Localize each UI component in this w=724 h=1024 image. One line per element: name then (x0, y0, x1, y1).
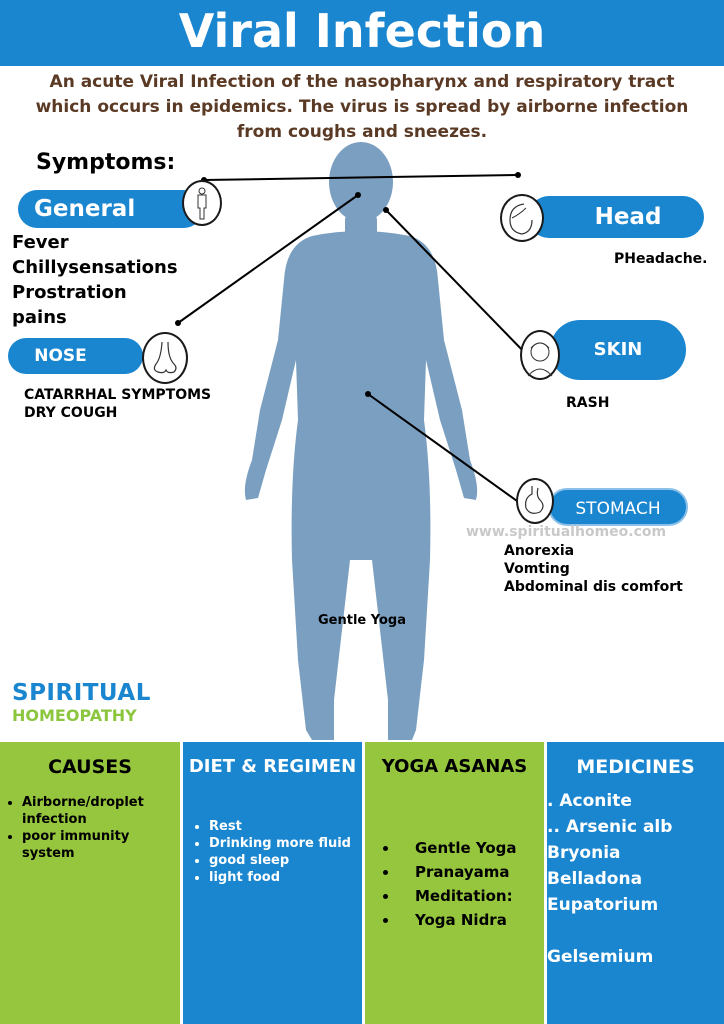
symptoms-heading: Symptoms: (36, 150, 176, 175)
general-symptom: Fever (12, 232, 69, 253)
yoga-title: YOGA ASANAS (381, 756, 528, 777)
medicines-column: MEDICINES . Aconite .. Arsenic alb Bryon… (544, 742, 724, 1024)
stomach-symptom: Vomting (504, 561, 570, 577)
causes-item: Airborne/droplet infection (22, 794, 180, 828)
medicine-item: . Aconite (547, 791, 632, 811)
human-body-silhouette (244, 142, 478, 740)
medicine-item: Eupatorium (547, 895, 659, 915)
general-symptom: Prostration (12, 282, 127, 303)
diet-item: Rest (209, 818, 362, 835)
stomach-symptom: Abdominal dis comfort (504, 579, 683, 595)
nose-symptom-list: CATARRHAL SYMPTOMS DRY COUGH (24, 386, 211, 422)
medicine-item: .. Arsenic alb (547, 817, 673, 837)
medicine-item: Belladona (547, 869, 643, 889)
diet-item: good sleep (209, 852, 362, 869)
yoga-item: Gentle Yoga (399, 836, 544, 860)
causes-item: poor immunity system (22, 828, 180, 862)
medicine-item (547, 918, 724, 944)
stomach-icon (516, 478, 554, 524)
medicine-item: Bryonia (547, 843, 621, 863)
general-symptom: pains (12, 307, 67, 328)
skin-face-icon (520, 330, 560, 380)
general-symptom: Chillysensations (12, 257, 178, 278)
causes-title: CAUSES (48, 756, 132, 778)
brand-line2: HOMEOPATHY (12, 706, 137, 725)
medicine-item: Gelsemium (547, 947, 654, 967)
skin-symptom: RASH (566, 395, 610, 411)
nose-pill: NOSE (8, 338, 143, 374)
general-symptom-list: Fever Chillysensations Prostration pains (12, 230, 178, 330)
stomach-symptom: Anorexia (504, 543, 575, 559)
head-symptom: PHeadache. (614, 251, 708, 267)
diet-item: Drinking more fluid (209, 835, 362, 852)
general-pill: General (18, 190, 203, 228)
medicines-title: MEDICINES (576, 756, 695, 778)
intro-text: An acute Viral Infection of the nasophar… (35, 72, 689, 142)
stomach-pill: STOMACH (548, 488, 688, 526)
yoga-column: YOGA ASANAS Gentle Yoga Pranayama Medita… (362, 742, 544, 1024)
diet-item: light food (209, 869, 362, 886)
brand-line1: SPIRITUAL (12, 680, 151, 706)
body-caption: Gentle Yoga (318, 613, 406, 628)
connector-lines (177, 174, 529, 507)
body-figure-icon (182, 180, 222, 226)
causes-column: CAUSES Airborne/droplet infection poor i… (0, 742, 180, 1024)
yoga-item: Yoga Nidra (399, 908, 544, 932)
diet-title: DIET & REGIMEN (188, 756, 357, 777)
nose-symptom: DRY COUGH (24, 405, 118, 421)
page-title: Viral Infection (0, 0, 724, 66)
diet-column: DIET & REGIMEN Rest Drinking more fluid … (180, 742, 362, 1024)
yoga-item: Meditation: (399, 884, 544, 908)
stomach-symptom-list: Anorexia Vomting Abdominal dis comfort (504, 542, 683, 596)
nose-icon (142, 332, 188, 384)
head-icon (500, 194, 544, 242)
medicines-list: . Aconite .. Arsenic alb Bryonia Bellado… (547, 788, 724, 970)
head-pill: Head (528, 196, 704, 238)
watermark: www.spiritualhomeo.com (466, 524, 667, 540)
yoga-item: Pranayama (399, 860, 544, 884)
nose-symptom: CATARRHAL SYMPTOMS (24, 387, 212, 403)
skin-pill: SKIN (550, 320, 686, 380)
